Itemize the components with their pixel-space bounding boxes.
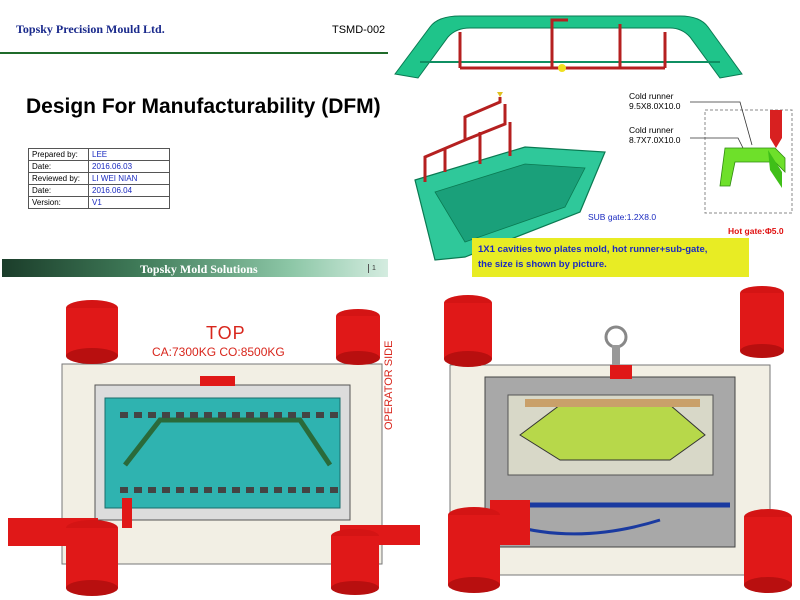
info-table: Prepared by:LEE Date:2016.06.03 Reviewed…	[28, 148, 170, 209]
info-value: 2016.06.03	[88, 160, 170, 173]
note-line-1: 1X1 cavities two plates mold, hot runner…	[478, 244, 708, 255]
table-row: Reviewed by:LI WEI NIAN	[28, 172, 170, 185]
info-value: LEE	[88, 148, 170, 161]
cold-runner-label-2: Cold runner 8.7X7.0X10.0	[629, 125, 681, 145]
operator-side-label: OPERATOR SIDE	[383, 340, 395, 430]
cold-runner-size-1: 9.5X8.0X10.0	[629, 101, 681, 111]
cold-runner-label-1: Cold runner 9.5X8.0X10.0	[629, 91, 681, 111]
info-value: 2016.06.04	[88, 184, 170, 197]
info-label: Date:	[28, 160, 89, 173]
description-note: 1X1 cavities two plates mold, hot runner…	[472, 238, 749, 277]
info-label: Reviewed by:	[28, 172, 89, 185]
mold-top-label: TOP	[206, 323, 246, 343]
table-row: Prepared by:LEE	[28, 148, 170, 161]
document-number: TSMD-002	[332, 24, 386, 36]
note-line-2: the size is shown by picture.	[478, 259, 607, 270]
part-runner-render-iso	[414, 92, 606, 261]
table-row: Date:2016.06.03	[28, 160, 170, 173]
mold-weights: CA:7300KG CO:8500KG	[152, 345, 285, 359]
sub-gate-label: SUB gate:1.2X8.0	[588, 212, 657, 222]
table-row: Date:2016.06.04	[28, 184, 170, 197]
info-value: V1	[88, 196, 170, 209]
cold-runner-size-2: 8.7X7.0X10.0	[629, 135, 681, 145]
cold-runner-title-2: Cold runner	[629, 125, 674, 135]
info-label: Date:	[28, 184, 89, 197]
page-number: 1	[368, 264, 376, 273]
banner-text: Topsky Mold Solutions	[140, 262, 258, 276]
part-runner-render-top	[394, 15, 743, 79]
info-value: LI WEI NIAN	[88, 172, 170, 185]
table-row: Version:V1	[28, 196, 170, 209]
info-label: Version:	[28, 196, 89, 209]
cold-runner-title-1: Cold runner	[629, 91, 674, 101]
mold-top-view-render	[8, 300, 420, 596]
footer-banner	[2, 259, 388, 277]
header-divider	[0, 52, 388, 54]
gate-detail-render	[690, 101, 793, 214]
page-title: Design For Manufacturability (DFM)	[26, 95, 381, 118]
info-label: Prepared by:	[28, 148, 89, 161]
company-name: Topsky Precision Mould Ltd.	[16, 22, 165, 36]
hot-gate-label: Hot gate:Φ5.0	[728, 226, 784, 236]
mold-iso-view-render	[444, 286, 792, 593]
